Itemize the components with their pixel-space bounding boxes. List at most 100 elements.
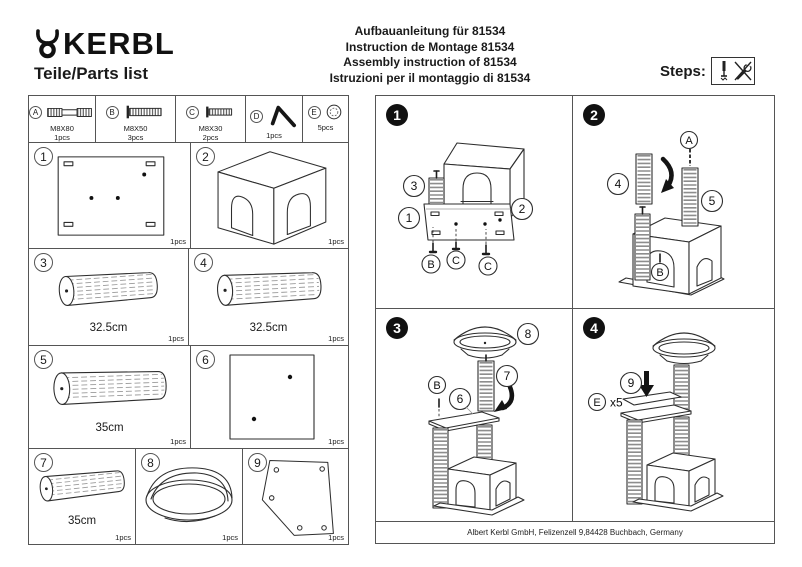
callout-part3: 3 <box>402 174 426 198</box>
svg-text:E: E <box>593 397 600 409</box>
step-2-illustration: A 4 5 B <box>606 130 725 296</box>
part-qty: 1pcs <box>170 437 186 446</box>
part-qty: 1pcs <box>328 437 344 446</box>
hardware-size: M8X80 <box>50 124 74 133</box>
part-cell-9: 9 1pcs <box>243 449 348 544</box>
bull-head-icon <box>36 29 59 59</box>
title-line-fr: Instruction de Montage 81534 <box>345 39 515 54</box>
callout-part7: 7 <box>495 364 519 388</box>
step-3-illustration: 8 7 B 6 <box>427 322 540 516</box>
callout-part5: 5 <box>700 189 724 213</box>
hardware-qty: 2pcs <box>202 133 219 142</box>
callout-screw-c1: C <box>446 250 466 270</box>
svg-text:C: C <box>484 261 492 273</box>
callout-screw-b: B <box>427 375 447 418</box>
part-cell-3: 3 32.5cm 1pcs <box>29 249 189 345</box>
callout-part2: 2 <box>510 197 534 221</box>
part-cell-2: 2 1pcs <box>191 143 348 248</box>
step-1-illustration: 3 1 2 B C <box>397 142 534 276</box>
hardware-cell-e: E 5pcs <box>303 96 348 142</box>
parts-row-2: 3 32.5cm 1pcs <box>29 249 348 346</box>
hardware-qty: 3pcs <box>127 133 144 142</box>
hardware-cell-c: C M8X30 2pcs <box>176 96 246 142</box>
hardware-qty: 1pcs <box>266 131 282 140</box>
brand-name: KERBL <box>63 26 175 61</box>
manufacturer-address: Albert Kerbl GmbH, Felizenzell 9,84428 B… <box>375 521 775 544</box>
part-cell-4: 4 32.5cm 1pcs <box>189 249 348 345</box>
bolt-short-icon <box>205 106 232 118</box>
sisal-post-drawing <box>39 470 125 502</box>
assembly-steps: 1 <box>375 95 775 522</box>
hardware-badge-c: C <box>185 105 199 119</box>
sisal-post-drawing <box>52 370 167 405</box>
step-panel-2: 2 <box>573 96 774 309</box>
svg-text:1: 1 <box>406 211 413 225</box>
title-line-en: Assembly instruction of 81534 <box>343 55 517 69</box>
callout-screw-c2: C <box>478 256 498 276</box>
callout-part1: 1 <box>397 206 421 230</box>
hardware-cell-b: B M8X50 3pcs <box>96 96 176 142</box>
basket-drawing <box>145 466 233 522</box>
callout-part8: 8 <box>516 322 540 346</box>
callout-screw-b: B <box>421 254 441 274</box>
part-cell-6: 6 1pcs <box>191 346 348 448</box>
part-number-badge: 7 <box>34 453 53 472</box>
hardware-qty: 5pcs <box>317 123 334 132</box>
part-number-badge: 6 <box>196 350 215 369</box>
callout-part6: 6 <box>448 387 474 415</box>
svg-text:8: 8 <box>525 327 532 341</box>
hardware-size: M8X50 <box>123 124 148 133</box>
sisal-post-drawing <box>216 272 322 306</box>
part-cell-5: 5 35cm 1pcs <box>29 346 191 448</box>
step-4-illustration: 9 E x5 <box>587 332 724 512</box>
svg-text:A: A <box>685 135 693 147</box>
part-qty: 1pcs <box>115 533 131 542</box>
hardware-cell-a: A M8X80 1pcs <box>29 96 96 142</box>
svg-text:5: 5 <box>709 194 716 208</box>
part-qty: 1pcs <box>168 334 184 343</box>
tools-box <box>710 57 755 85</box>
callout-part9: 9 <box>619 371 643 395</box>
hardware-cell-d: D 1pcs <box>246 96 303 142</box>
part-qty: 1pcs <box>222 533 238 542</box>
parts-row-3: 5 35cm 1pcs <box>29 346 348 449</box>
step-badge-1: 1 <box>386 104 408 126</box>
base-panel-drawing <box>57 155 164 236</box>
part-size: 35cm <box>95 422 124 434</box>
steps-header: Steps: <box>660 57 755 85</box>
part-qty: 1pcs <box>170 237 186 246</box>
title-line-it: Istruzioni per il montaggio di 81534 <box>329 70 531 85</box>
callout-screw-b: B <box>650 253 670 282</box>
cap-nut-icon <box>326 104 341 120</box>
part-size: 32.5cm <box>89 322 128 334</box>
part-number-badge: 5 <box>34 350 53 369</box>
part-size: 32.5cm <box>249 322 288 334</box>
callout-rod-a: A <box>679 130 699 150</box>
document-title: Aufbauanleitung für 81534 Instruction de… <box>283 24 577 86</box>
part-number-badge: 8 <box>141 453 160 472</box>
svg-text:B: B <box>433 380 440 392</box>
hardware-size: M8X30 <box>198 124 223 133</box>
part-qty: 1pcs <box>328 237 344 246</box>
kerbl-logo: KERBL <box>34 26 175 62</box>
part-size: 35cm <box>67 515 97 527</box>
svg-text:9: 9 <box>628 376 635 390</box>
svg-text:3: 3 <box>411 179 418 193</box>
parts-table: A M8X80 1pcs B <box>28 95 349 545</box>
svg-text:2: 2 <box>519 202 526 216</box>
part-qty: 1pcs <box>328 533 344 542</box>
hardware-qty: 1pcs <box>54 133 70 142</box>
step-panel-1: 1 <box>376 96 573 309</box>
pentagon-panel-drawing <box>261 459 334 536</box>
title-line-de: Aufbauanleitung für 81534 <box>354 24 506 38</box>
sisal-post-drawing <box>58 272 158 306</box>
screwdriver-no-wrench-icon <box>720 61 752 81</box>
cat-house-drawing <box>217 150 326 245</box>
part-number-badge: 1 <box>34 147 53 166</box>
step-panel-3: 3 <box>376 309 573 521</box>
part-number-badge: 9 <box>248 453 267 472</box>
hardware-row: A M8X80 1pcs B <box>29 96 348 143</box>
svg-text:C: C <box>452 255 460 267</box>
svg-text:x5: x5 <box>610 396 623 410</box>
